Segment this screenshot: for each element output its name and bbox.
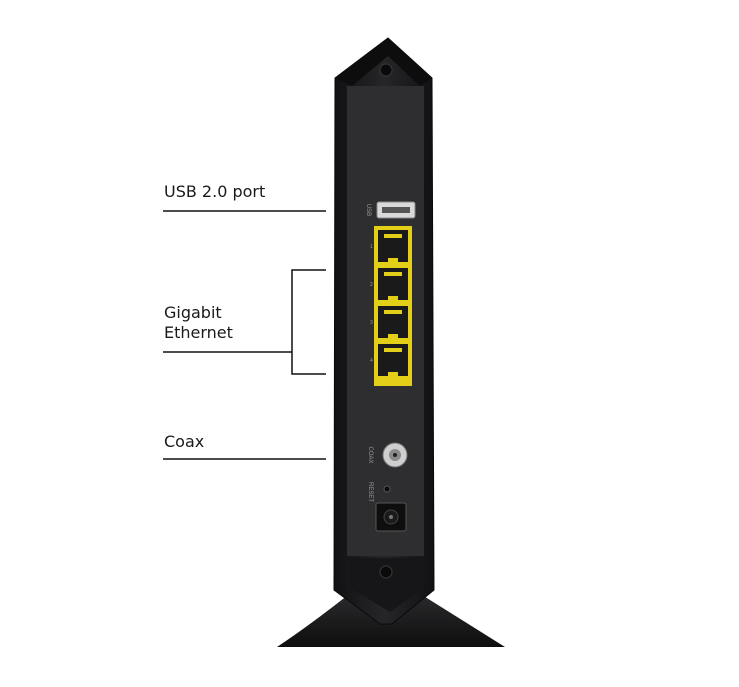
ethernet-label-2: 2 bbox=[370, 282, 373, 288]
bottom-screw-hole bbox=[379, 565, 393, 579]
ethernet-label-1: 1 bbox=[370, 244, 373, 250]
reset-label: RESET bbox=[367, 482, 373, 502]
ethernet-label-4: 4 bbox=[370, 358, 373, 364]
gigabit-callout-label-line2: Ethernet bbox=[164, 323, 233, 342]
ethernet-label-3: 3 bbox=[370, 320, 373, 326]
top-screw-hole bbox=[379, 63, 393, 77]
usb-port-label: USB bbox=[365, 204, 371, 216]
gigabit-callout-label-line1: Gigabit bbox=[164, 303, 222, 322]
gigabit-bracket bbox=[291, 269, 326, 375]
coax-callout-label: Coax bbox=[164, 432, 205, 451]
coax-port-label: COAX bbox=[367, 446, 373, 463]
usb-callout-label: USB 2.0 port bbox=[164, 182, 266, 201]
reset-button bbox=[383, 485, 391, 493]
